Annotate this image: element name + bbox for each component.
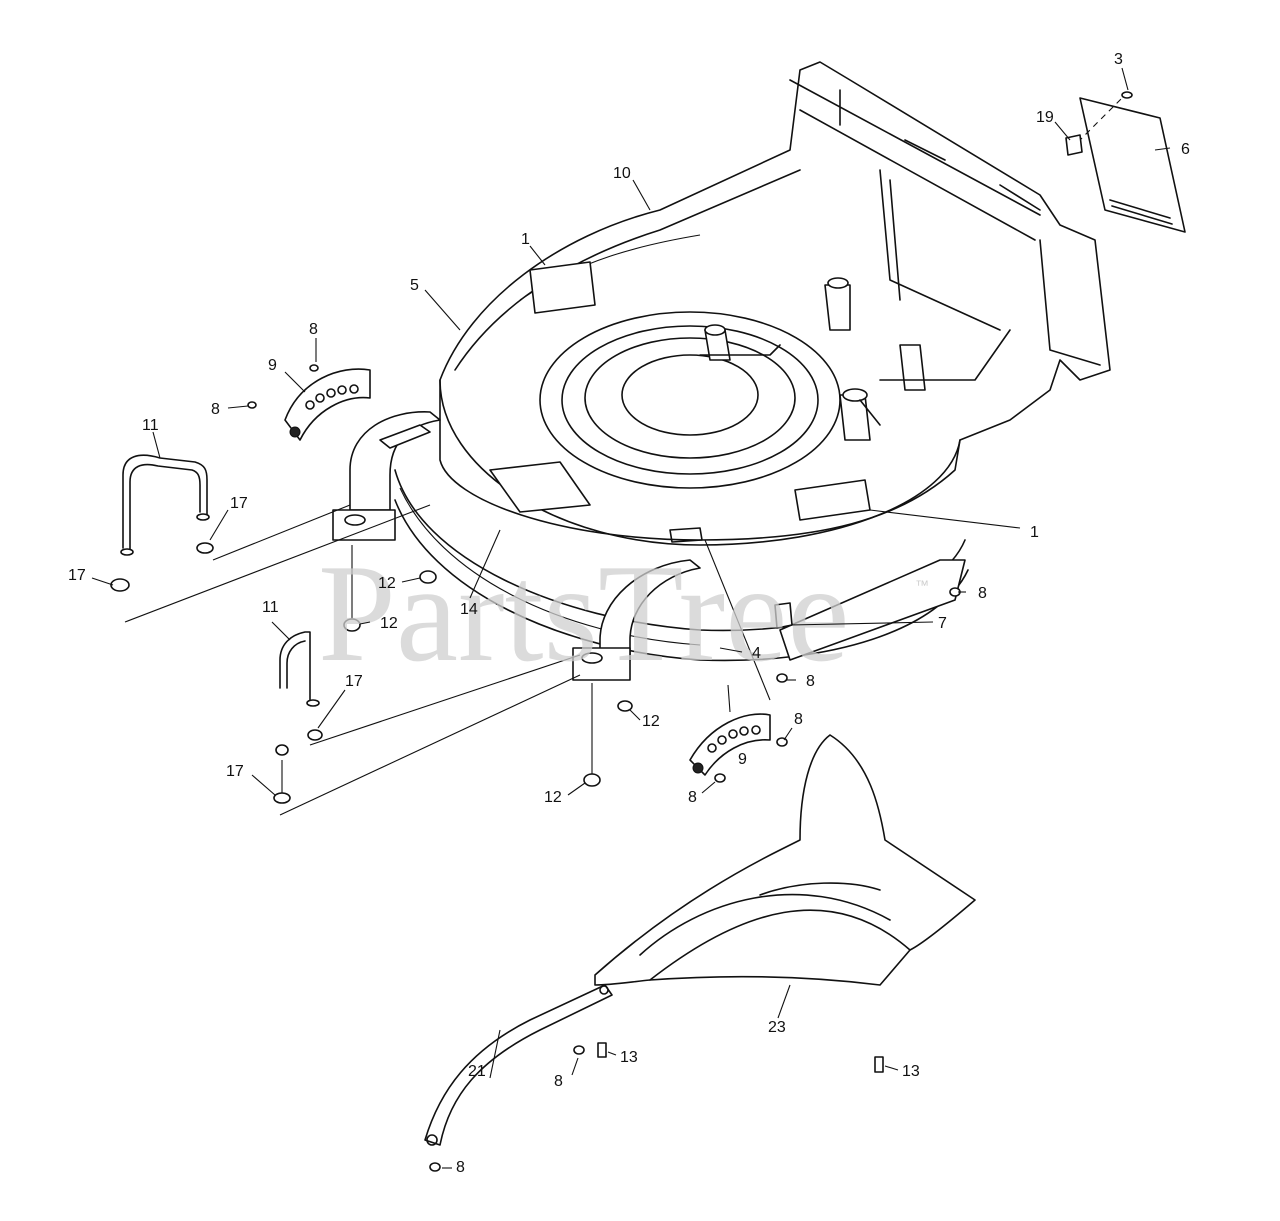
watermark-trademark: ™ — [915, 577, 929, 593]
leader-lines — [91, 67, 1171, 1169]
callout-13-a: 13 — [620, 1049, 638, 1066]
rear-chute — [594, 734, 976, 986]
callout-8-b: 8 — [211, 401, 220, 418]
axle-front — [279, 631, 320, 707]
callout-1-top: 1 — [521, 231, 530, 248]
rear-flap — [1069, 94, 1186, 233]
callout-8-e: 8 — [794, 711, 803, 728]
callout-8-f: 8 — [688, 789, 697, 806]
callout-12-c: 12 — [642, 713, 660, 730]
callout-17-c: 17 — [345, 673, 363, 690]
pivot-housing-left — [332, 411, 441, 541]
height-adjust-bracket-left — [284, 368, 371, 441]
callout-11-rear: 11 — [142, 417, 159, 434]
callout-19: 19 — [1036, 109, 1054, 126]
side-skirt — [774, 559, 966, 661]
callout-8-h: 8 — [456, 1159, 465, 1176]
height-adjust-bracket-right — [689, 713, 771, 776]
axle-rear — [120, 454, 210, 556]
callout-9-left: 9 — [268, 357, 277, 374]
callout-8-a: 8 — [309, 321, 318, 338]
callout-14: 14 — [460, 601, 478, 618]
rear-strap — [424, 984, 613, 1146]
callout-21: 21 — [468, 1063, 486, 1080]
callout-17-d: 17 — [226, 763, 244, 780]
callout-8-g: 8 — [554, 1073, 563, 1090]
callout-5: 5 — [410, 277, 419, 294]
callout-11-front: 11 — [262, 599, 279, 616]
callout-3: 3 — [1114, 51, 1123, 68]
callout-12-a: 12 — [378, 575, 396, 592]
pivot-housing-right — [572, 559, 701, 681]
watermark: PartsTree ™ — [318, 536, 929, 691]
callout-23: 23 — [768, 1019, 786, 1036]
callout-8-d: 8 — [806, 673, 815, 690]
callouts: 3 19 6 10 1 5 8 9 8 11 17 17 1 12 12 14 … — [68, 51, 1190, 1176]
callout-12-d: 12 — [544, 789, 562, 806]
watermark-text: PartsTree — [318, 536, 850, 691]
hardware — [110, 91, 1133, 1172]
adjust-holes-right — [707, 725, 761, 753]
callout-17-b: 17 — [68, 567, 86, 584]
callout-17-a: 17 — [230, 495, 248, 512]
callout-13-b: 13 — [902, 1063, 920, 1080]
mower-deck — [394, 61, 1111, 662]
callout-6: 6 — [1181, 141, 1190, 158]
callout-10: 10 — [613, 165, 631, 182]
callout-9-right: 9 — [738, 751, 747, 768]
assembly-guide-lines — [124, 504, 771, 816]
callout-8-c: 8 — [978, 585, 987, 602]
callout-7: 7 — [938, 615, 947, 632]
callout-12-b: 12 — [380, 615, 398, 632]
adjust-holes-left — [305, 384, 359, 410]
callout-1-right: 1 — [1030, 524, 1039, 541]
callout-4: 4 — [752, 645, 761, 662]
